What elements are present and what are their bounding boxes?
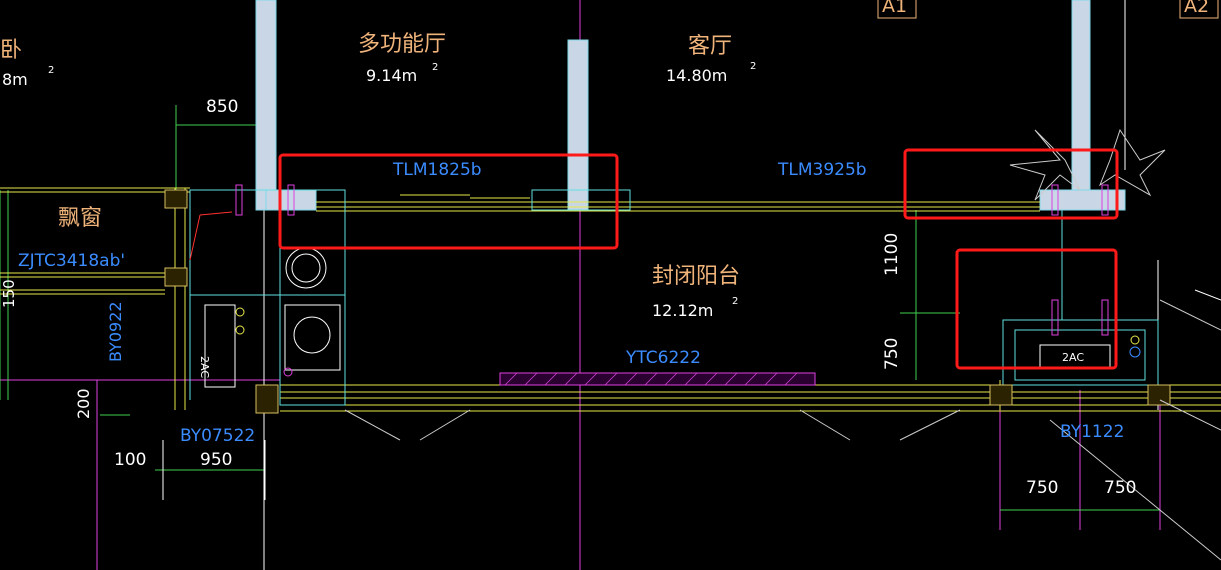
dim-950: 950 — [200, 450, 233, 470]
room-area-living-room: 14.80m — [666, 66, 728, 85]
label-by0922: BY0922 — [106, 301, 125, 362]
axis-tag-a1: A1 — [882, 0, 908, 17]
room-area-sup-multi-hall: 2 — [432, 62, 439, 73]
highlight-boxes — [278, 148, 1119, 370]
axis-tag-boxes — [877, 0, 1219, 19]
plant-symbols — [1009, 128, 1166, 201]
yellow-points — [235, 307, 1140, 345]
dim-850: 850 — [206, 97, 239, 117]
room-name-bay-window: 飘窗 — [58, 206, 103, 231]
dim-150: 150 — [0, 279, 18, 308]
room-area-multi-hall: 9.14m — [366, 66, 418, 85]
room-name-balcony: 封闭阳台 — [652, 264, 741, 289]
label-by1122: BY1122 — [1060, 422, 1125, 442]
dim-750-b: 750 — [1104, 478, 1137, 498]
room-name-living-room: 客厅 — [688, 34, 733, 59]
dimension-guides — [0, 105, 1160, 511]
red-swing — [189, 211, 233, 261]
blue-point — [1129, 346, 1141, 358]
door-label-tlm1825b: TLM1825b — [393, 160, 482, 180]
room-area-sup-bedroom: 2 — [48, 65, 55, 76]
cyan-frames — [189, 189, 1159, 406]
room-area-bedroom: 8m — [2, 70, 28, 89]
window-label-zjtc3418ab: ZJTC3418ab' — [18, 251, 126, 271]
dim-750-a: 750 — [1026, 478, 1059, 498]
room-area-balcony: 12.12m — [652, 301, 714, 320]
hatch-blocks — [164, 189, 1171, 414]
room-name-multi-hall: 多功能厅 — [358, 32, 447, 57]
dim-200: 200 — [74, 388, 93, 419]
room-name-bedroom: 卧 — [0, 38, 23, 63]
diag-lines — [344, 299, 1221, 561]
balcony-window-band — [499, 372, 816, 386]
dim-1100: 1100 — [882, 232, 902, 276]
room-area-sup-living-room: 2 — [750, 61, 757, 72]
equipment-ac-right: 2AC — [1062, 351, 1085, 364]
room-area-sup-balcony: 2 — [732, 296, 739, 307]
window-label-ytc6222: YTC6222 — [626, 348, 701, 368]
door-label-tlm3925b: TLM3925b — [778, 160, 867, 180]
dim-100: 100 — [114, 450, 147, 470]
axis-tag-a2: A2 — [1184, 0, 1210, 17]
dim-750-vertical: 750 — [882, 337, 902, 370]
equipment-ac-left: 2AC — [198, 356, 211, 379]
door-markers — [235, 184, 1109, 336]
label-by07522: BY07522 — [180, 426, 256, 446]
